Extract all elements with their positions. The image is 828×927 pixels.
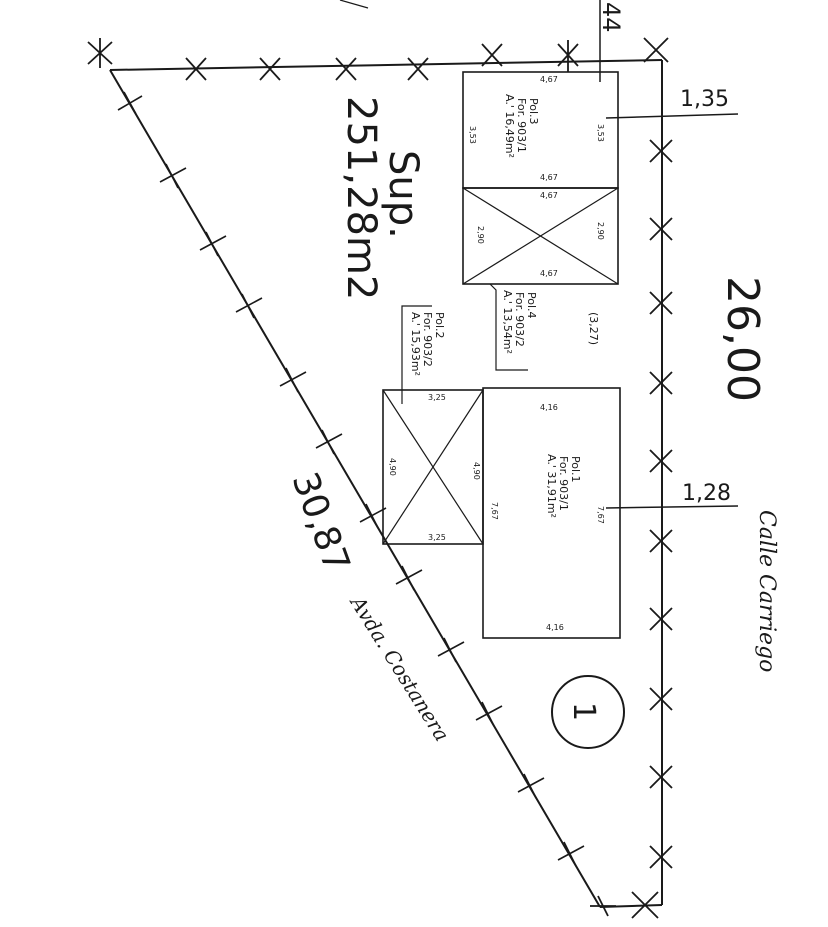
pol3-h-left: 3,53	[468, 126, 477, 144]
building-pol1: 4,16 4,16 7,67 7,67 Pol.1 For. 903/1 A.'…	[482, 387, 621, 639]
fence-marks-right	[590, 139, 673, 919]
dim-leader-135	[605, 113, 739, 119]
street-diagonal: Avda. Costanera	[345, 590, 454, 745]
pol4-h-left: 2,90	[476, 226, 485, 244]
pol2-area: A.' 15,93m²	[409, 312, 422, 376]
pol4-title: Pol.4	[525, 292, 538, 319]
pol4-rect	[462, 187, 619, 285]
pol2-for: For. 903/2	[421, 312, 434, 367]
pol1-rect	[482, 387, 621, 639]
pol2-h-left: 4,90	[388, 458, 397, 476]
pol4-w-top: 4,67	[540, 191, 558, 200]
pol1-h-left: 7,67	[490, 502, 499, 520]
lot-number-circle	[551, 675, 625, 749]
pol4-cross-b	[462, 187, 619, 285]
pol2-leader	[401, 305, 432, 404]
pol2-w-top: 3,25	[428, 393, 446, 402]
fence-marks-diagonal	[117, 91, 585, 867]
pol3-w-top: 4,67	[540, 75, 558, 84]
pol1-w-bottom: 4,16	[546, 623, 564, 632]
lot-boundary	[109, 59, 663, 908]
hypotenuse-dimension: 30,87	[284, 467, 358, 578]
pol4-leader	[489, 283, 528, 371]
surface-value: 251,28m2	[338, 96, 384, 300]
pol3-for: For. 903/1	[515, 98, 528, 153]
boundary-top	[109, 59, 663, 71]
fence-marks-top	[87, 37, 669, 81]
side-dimension: 26,00	[717, 276, 768, 402]
pol2-label: Pol.2 For. 903/2 A.' 15,93m²	[401, 305, 446, 404]
pol2-title: Pol.2	[433, 312, 446, 339]
building-pol2: 3,25 3,25 4,90 4,90	[382, 389, 484, 545]
pol3-area: A.' 16,49m²	[503, 94, 516, 158]
corner-label: 44	[597, 2, 625, 33]
pol2-h-right: 4,90	[472, 462, 481, 480]
street-right: Calle Carriego	[754, 510, 779, 672]
pol4-h-right: 2,90	[596, 222, 605, 240]
dim-label-135: 1,35	[680, 87, 729, 112]
dim-label-128: 1,28	[682, 481, 731, 506]
pol4-label: Pol.4 For. 903/2 A.' 13,54m²	[489, 283, 538, 371]
pol3-title: Pol.3	[527, 98, 540, 125]
pol1-h-right: 7,67	[596, 506, 605, 524]
pol4-for: For. 903/2	[513, 292, 526, 347]
pol2-w-bottom: 3,25	[428, 533, 446, 542]
pol3-h-right: 3,53	[596, 124, 605, 142]
corner-mark	[339, 0, 369, 9]
lot-number: 1	[566, 702, 601, 721]
surface-label: Sup.	[380, 150, 426, 239]
boundary-hypotenuse	[109, 69, 601, 908]
pol3-w-bottom: 4,67	[540, 173, 558, 182]
building-pol3-pol4: 4,67 4,67 3,53 3,53 Pol.3 For. 903/1 A.'…	[462, 71, 619, 285]
dim-leader-128	[605, 505, 739, 509]
pol4-w-bottom: 4,67	[540, 269, 558, 278]
pol4-area: A.' 13,54m²	[501, 290, 514, 354]
pol1-area: A.' 31,91m²	[545, 454, 558, 518]
pol1-title: Pol.1	[569, 456, 582, 483]
pol2-cross-b	[382, 389, 484, 545]
pol1-for: For. 903/1	[557, 456, 570, 511]
pol1-w-top: 4,16	[540, 403, 558, 412]
pol3-rect	[462, 71, 619, 189]
bracket-dimension: (3,27)	[587, 312, 600, 345]
